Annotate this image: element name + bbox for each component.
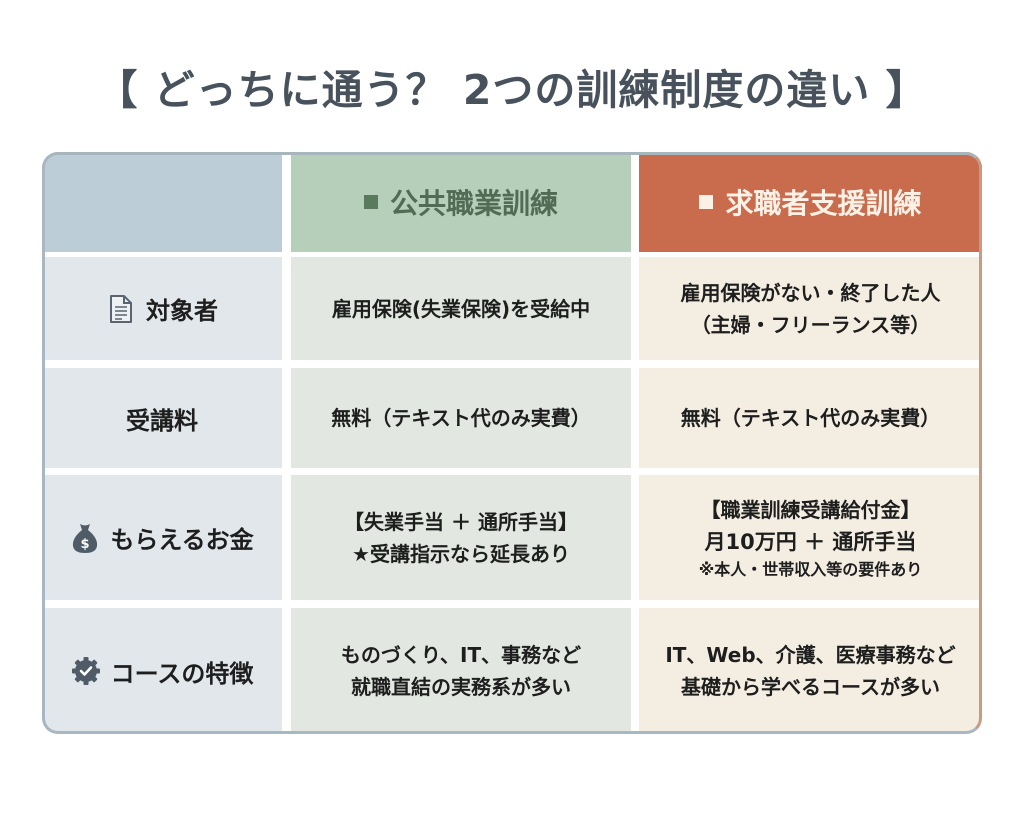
public-fee-cell: 無料（テキスト代のみ実費） bbox=[291, 368, 631, 468]
square-icon bbox=[363, 195, 378, 209]
row-label-text: コースの特徴 bbox=[110, 659, 254, 688]
header-public-training: 公共職業訓練 bbox=[291, 152, 631, 252]
support-course-cell: IT、Web、介護、医療事務など 基礎から学べるコースが多い bbox=[639, 608, 982, 734]
header-public-label: 公共職業訓練 bbox=[389, 187, 558, 220]
cell-text: 無料（テキスト代のみ実費） bbox=[680, 406, 941, 430]
cell-text: 基礎から学べるコースが多い bbox=[681, 675, 940, 699]
row-label-course: コースの特徴 bbox=[42, 608, 282, 734]
cell-text: ものづくり、IT、事務など bbox=[340, 643, 582, 667]
square-icon bbox=[699, 195, 714, 209]
cell-text: 就職直結の実務系が多い bbox=[351, 675, 571, 699]
row-label-target: 対象者 bbox=[42, 257, 282, 360]
cell-text: 無料（テキスト代のみ実費） bbox=[331, 406, 591, 430]
cell-text: （主婦・フリーランス等） bbox=[690, 312, 931, 337]
header-support-label: 求職者支援訓練 bbox=[725, 187, 922, 220]
cell-text: 雇用保険(失業保険)を受給中 bbox=[331, 296, 591, 321]
support-note: ※本人・世帯収入等の要件あり bbox=[698, 559, 923, 579]
cell-text: IT、Web、介護、医療事務など bbox=[665, 643, 956, 667]
support-fee-cell: 無料（テキスト代のみ実費） bbox=[639, 368, 982, 468]
support-target-cell: 雇用保険がない・終了した人 （主婦・フリーランス等） bbox=[639, 257, 982, 360]
page-title: 【 どっちに通う？ 2つの訓練制度の違い 】 bbox=[96, 66, 928, 114]
svg-text:$: $ bbox=[81, 537, 90, 552]
cell-text: 【失業手当 ＋ 通所手当】 bbox=[344, 509, 578, 534]
document-icon bbox=[106, 293, 136, 325]
comparison-table: 公共職業訓練 求職者支援訓練 対象者 雇用保険(失業保険)を受給中 雇用保険がな… bbox=[42, 152, 982, 734]
public-money-cell: 【失業手当 ＋ 通所手当】 ★受講指示なら延長あり bbox=[291, 475, 631, 600]
verified-badge-icon bbox=[71, 655, 101, 687]
row-label-text: 受講料 bbox=[126, 406, 198, 435]
row-label-text: もらえるお金 bbox=[110, 526, 254, 554]
cell-text: ★受講指示なら延長あり bbox=[352, 541, 570, 566]
row-label-money: $ もらえるお金 bbox=[42, 475, 282, 600]
cell-text: 雇用保険がない・終了した人 bbox=[680, 280, 941, 305]
cell-text: 月10万円 ＋ 通所手当 bbox=[704, 529, 917, 554]
cell-text: 【職業訓練受講給付金】 bbox=[700, 497, 921, 522]
support-money-cell: 【職業訓練受講給付金】 月10万円 ＋ 通所手当 ※本人・世帯収入等の要件あり bbox=[639, 475, 982, 600]
header-empty-cell bbox=[42, 152, 282, 252]
row-label-fee: 受講料 bbox=[42, 368, 282, 468]
public-course-cell: ものづくり、IT、事務など 就職直結の実務系が多い bbox=[291, 608, 631, 734]
row-label-text: 対象者 bbox=[146, 297, 218, 325]
header-support-training: 求職者支援訓練 bbox=[639, 152, 982, 252]
public-target-cell: 雇用保険(失業保険)を受給中 bbox=[291, 257, 631, 360]
money-bag-icon: $ bbox=[70, 522, 100, 554]
